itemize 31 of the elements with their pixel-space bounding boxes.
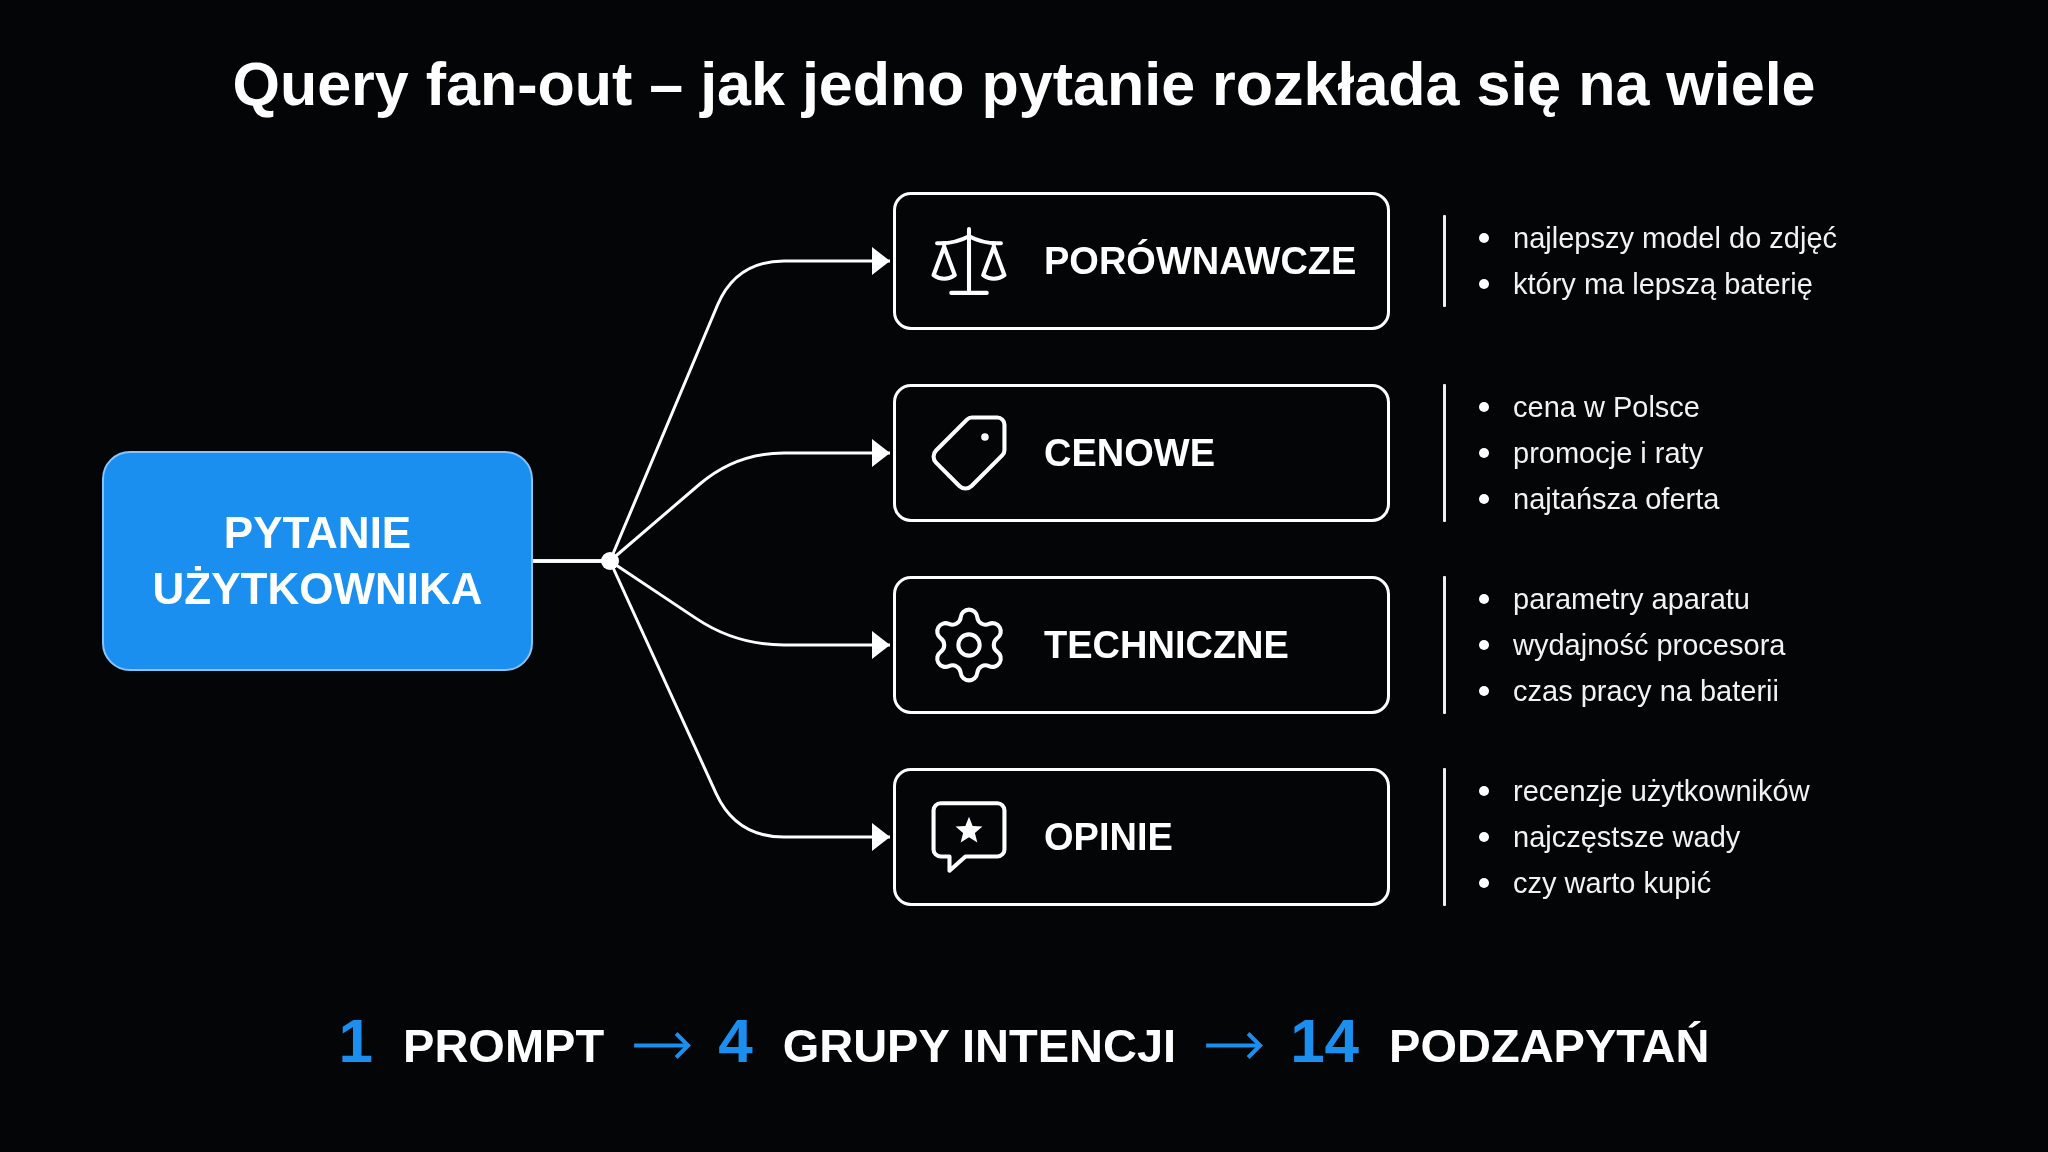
bullet-text: czas pracy na baterii <box>1513 674 1779 709</box>
bullet-text: najtańsza oferta <box>1513 482 1720 517</box>
step-label: PROMPT <box>403 1022 605 1069</box>
bullet-text: który ma lepszą baterię <box>1513 267 1813 302</box>
category-title: OPINIE <box>1044 815 1173 860</box>
category-box <box>893 192 1390 330</box>
question-box <box>102 451 533 671</box>
step-label: PODZAPYTAŃ <box>1389 1022 1710 1069</box>
bullet-text: cena w Polsce <box>1513 390 1700 425</box>
question-label: PYTANIE UŻYTKOWNIKA <box>151 507 484 615</box>
flow-arrow <box>634 1031 691 1060</box>
branch-arrow <box>533 559 890 851</box>
step-label: GRUPY INTENCJI <box>782 1022 1177 1069</box>
diagram-title: Query fan-out – jak jedno pytanie rozkłada się na wiele <box>232 49 1816 120</box>
category-title: CENOWE <box>1044 431 1215 476</box>
step-count: 4 <box>718 1010 753 1072</box>
category-title: PORÓWNAWCZE <box>1044 238 1357 284</box>
bullet-text: recenzje użytkowników <box>1513 774 1810 809</box>
category-title: TECHNICZNE <box>1044 623 1289 668</box>
flow-arrow <box>1206 1031 1263 1060</box>
step-count: 1 <box>338 1010 374 1072</box>
bullet-text: promocje i raty <box>1513 436 1704 471</box>
bullet-text: czy warto kupić <box>1513 866 1712 901</box>
bullet-text: wydajność procesora <box>1513 628 1786 663</box>
bullet-text: parametry aparatu <box>1513 582 1750 617</box>
step-count: 14 <box>1290 1010 1360 1072</box>
bullet-text: najlepszy model do zdjęć <box>1513 221 1837 256</box>
category-box <box>893 768 1390 906</box>
bullet-text: najczęstsze wady <box>1513 820 1741 855</box>
category-box <box>893 384 1390 522</box>
category-box <box>893 576 1390 714</box>
